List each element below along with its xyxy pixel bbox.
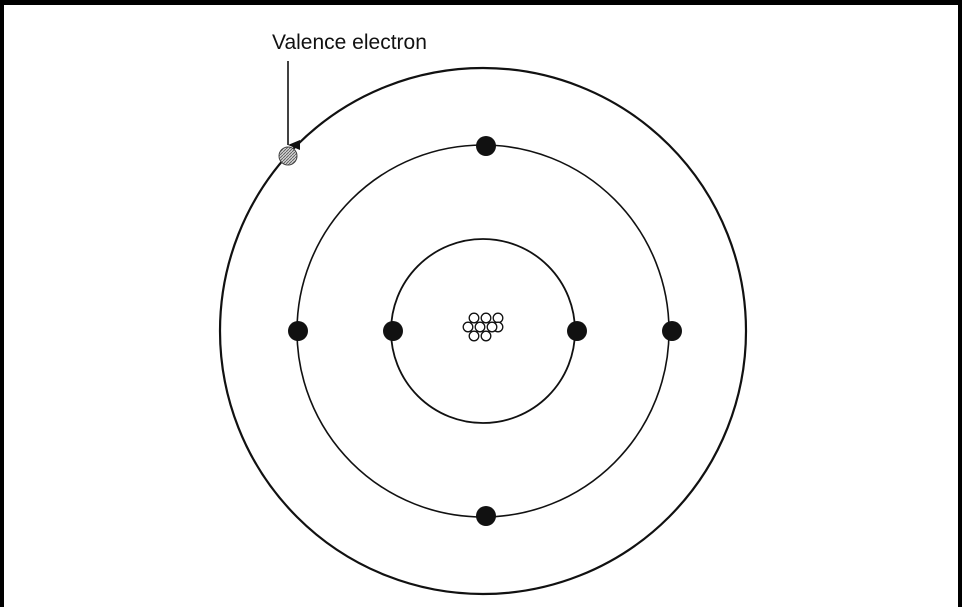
- middle-electron-top: [476, 136, 496, 156]
- nucleus-particle: [475, 322, 485, 332]
- nucleus-particle: [463, 322, 473, 332]
- atom-diagram: Valence electron: [4, 5, 958, 607]
- middle-electron-left: [288, 321, 308, 341]
- nucleus: [463, 313, 503, 341]
- nucleus-particle: [487, 322, 497, 332]
- nucleus-particle: [493, 313, 503, 323]
- nucleus-particle: [481, 331, 491, 341]
- valence-electron: [279, 147, 297, 165]
- inner-electron-left: [383, 321, 403, 341]
- nucleus-particle: [469, 313, 479, 323]
- middle-electron-bottom: [476, 506, 496, 526]
- nucleus-particle: [469, 331, 479, 341]
- valence-electron-label: Valence electron: [272, 31, 427, 54]
- inner-electron-right: [567, 321, 587, 341]
- nucleus-particle: [481, 313, 491, 323]
- middle-electron-right: [662, 321, 682, 341]
